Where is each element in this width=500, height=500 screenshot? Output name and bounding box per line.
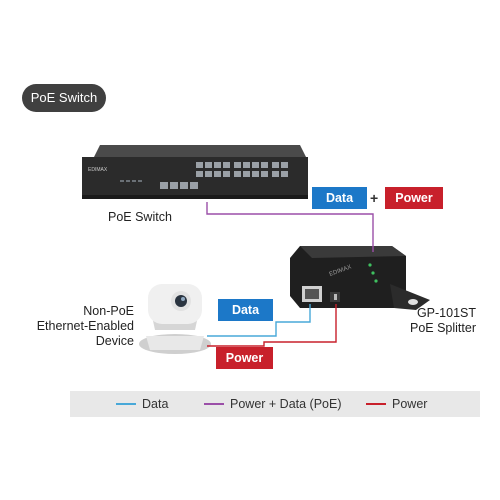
poe-splitter-device [290,246,430,310]
data-tag-middle: Data [218,299,273,321]
legend-power-label: Power [392,397,428,411]
data-tag-top: Data [312,187,367,209]
legend-poe-swatch [204,403,224,405]
legend: Data Power + Data (PoE) Power [70,391,480,417]
splitter-label: GP-101ST PoE Splitter [396,306,476,336]
legend-data-label: Data [142,397,169,411]
camera-device [139,284,211,354]
camera-label: Non-PoE Ethernet-Enabled Device [18,304,134,349]
poe-switch-badge: PoE Switch [22,84,106,112]
data-line [207,304,311,337]
power-tag-top: Power [385,187,443,209]
camera-label-line1: Non-PoE [83,304,134,318]
poe-switch-device [82,145,308,199]
switch-label: PoE Switch [108,210,172,224]
plus-sign: + [370,190,379,206]
legend-poe-label: Power + Data (PoE) [230,397,342,411]
camera-label-line2: Ethernet-Enabled [36,319,134,333]
splitter-label-line2: PoE Splitter [409,321,476,335]
power-line [207,304,337,347]
splitter-label-line1: GP-101ST [416,306,476,320]
power-tag-bottom: Power [216,347,273,369]
legend-data-swatch [116,403,136,405]
poe-line [206,202,374,252]
switch-brand-text: EDIMAX [88,167,108,173]
camera-label-line3: Device [95,334,134,348]
legend-power-swatch [366,403,386,405]
